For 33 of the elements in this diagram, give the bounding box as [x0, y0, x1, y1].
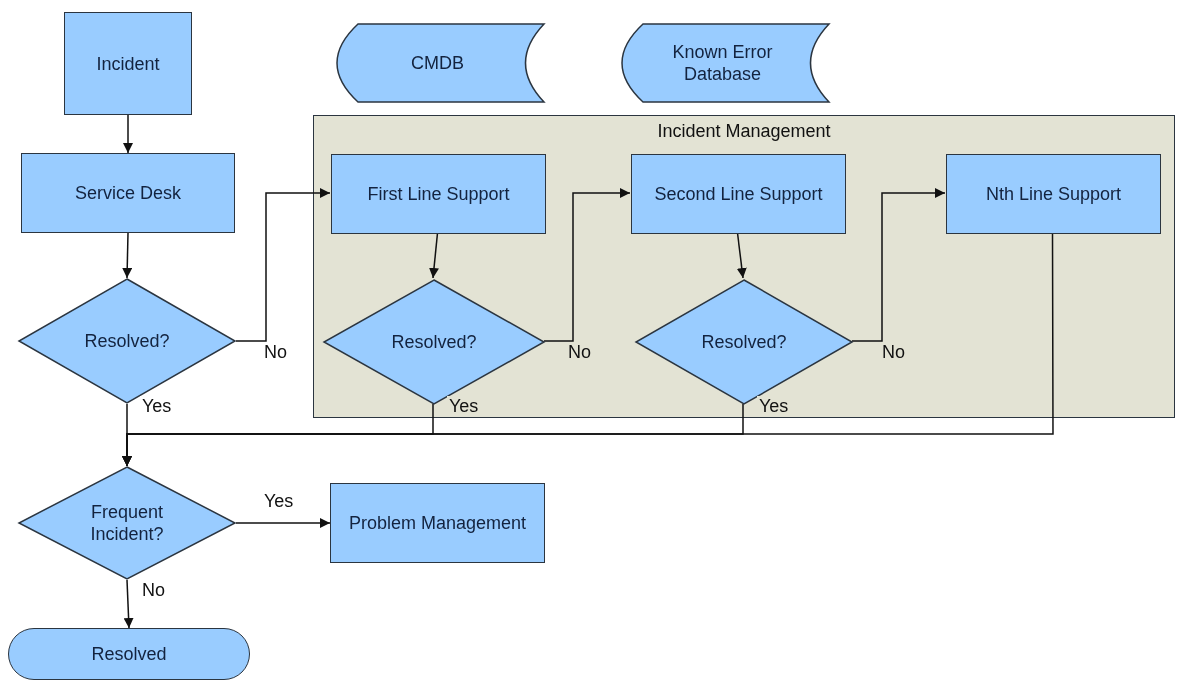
- node-label: Frequent Incident?: [89, 501, 165, 545]
- terminator-shape: [8, 628, 250, 680]
- connector-arrow: [851, 188, 946, 342]
- group-title: Incident Management: [657, 120, 831, 142]
- node-label: Known Error Database: [671, 41, 774, 85]
- node-label: Incident: [96, 52, 160, 75]
- connector-arrow: [122, 232, 1054, 467]
- node-label: Nth Line Support: [985, 183, 1122, 205]
- group-panel: [313, 115, 1175, 418]
- connector-arrow: [123, 579, 134, 629]
- process-box: [631, 154, 846, 234]
- connector-arrow: [123, 114, 133, 154]
- node-label: Resolved?: [84, 330, 170, 352]
- connector-arrow: [122, 232, 133, 279]
- node-label: Resolved?: [701, 331, 787, 353]
- process-box: [331, 154, 546, 234]
- connector-arrow: [543, 188, 631, 342]
- node-label: Service Desk: [75, 182, 181, 204]
- start-box: [64, 12, 192, 115]
- connector-arrow: [736, 232, 747, 279]
- node-label: Second Line Support: [654, 183, 823, 205]
- node-label: First Line Support: [367, 183, 510, 205]
- connector-arrow: [429, 232, 439, 279]
- node-label: CMDB: [411, 52, 464, 74]
- node-label: Resolved: [91, 643, 167, 665]
- decision-diamond: [18, 466, 236, 580]
- process-box: [946, 154, 1161, 234]
- connector-arrow: [235, 188, 331, 342]
- node-label: Resolved?: [391, 331, 477, 353]
- process-box: [21, 153, 235, 233]
- connector-arrow: [235, 518, 331, 528]
- process-box: [330, 483, 545, 563]
- node-label: Problem Management: [348, 512, 527, 534]
